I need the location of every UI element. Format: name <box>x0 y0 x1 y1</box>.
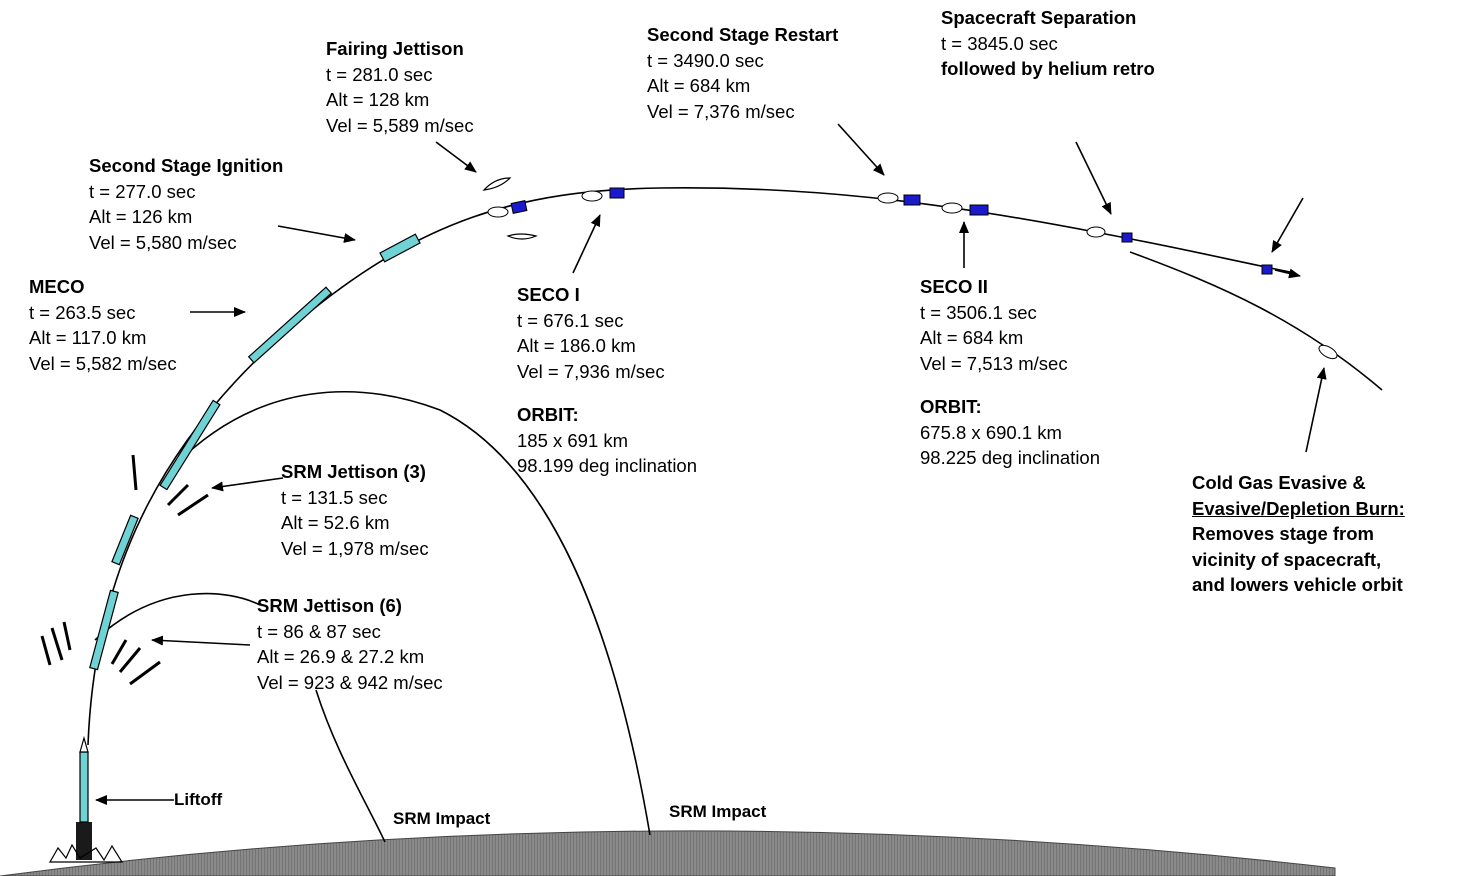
srm3-arrow <box>211 477 284 492</box>
srm3-time: t = 131.5 sec <box>281 486 388 508</box>
seco1-label: SECO I t = 676.1 sec Alt = 186.0 km Vel … <box>517 282 697 479</box>
seco2-alt: Alt = 684 km <box>920 327 1024 348</box>
meco-vel: Vel = 5,582 m/sec <box>29 352 177 374</box>
fairing-arrow <box>435 141 477 173</box>
seco1-arrow <box>572 214 601 274</box>
separation-vehicle-icon <box>1086 226 1133 243</box>
cold-gas-title: Cold Gas Evasive & <box>1192 472 1366 493</box>
srm-impact-label-1: SRM Impact <box>393 809 491 828</box>
seco2-time: t = 3506.1 sec <box>920 301 1037 323</box>
seco1-vel: Vel = 7,936 m/sec <box>517 360 665 382</box>
rocket-stage-icon <box>159 399 221 491</box>
seco2-title: SECO II <box>920 276 988 297</box>
srm3-vel: Vel = 1,978 m/sec <box>281 537 429 559</box>
seco1-title: SECO I <box>517 284 580 305</box>
separation-arrow <box>1075 141 1112 215</box>
srm-jettison-3-label: SRM Jettison (3) t = 131.5 sec Alt = 52.… <box>281 459 429 561</box>
seco1-alt: Alt = 186.0 km <box>517 335 636 356</box>
spacecraft-arrow <box>1271 197 1304 253</box>
srm-jettison-6-label: SRM Jettison (6) t = 86 & 87 sec Alt = 2… <box>257 593 443 695</box>
fairing-jettison-title: Fairing Jettison <box>326 38 464 59</box>
srm6-alt: Alt = 26.9 & 27.2 km <box>257 646 425 667</box>
ignition-time: t = 277.0 sec <box>89 180 196 202</box>
ignition-arrow <box>277 225 356 243</box>
launch-pad-icon <box>48 822 124 863</box>
ignition-alt: Alt = 126 km <box>89 206 193 227</box>
restart-title: Second Stage Restart <box>647 24 839 45</box>
meco-time: t = 263.5 sec <box>29 301 136 323</box>
seco2-orbit-size: 675.8 x 690.1 km <box>920 421 1062 443</box>
cold-gas-label: Cold Gas Evasive & Evasive/Depletion Bur… <box>1192 470 1405 598</box>
fairing-half-icon <box>482 177 512 191</box>
restart-arrow <box>837 123 885 176</box>
fairing-vel: Vel = 5,589 m/sec <box>326 114 474 136</box>
restart-alt: Alt = 684 km <box>647 75 751 96</box>
seco1-orbit-size: 185 x 691 km <box>517 429 629 451</box>
cold-gas-line-2: vicinity of spacecraft, <box>1192 548 1382 570</box>
seco2-vehicle-icon <box>941 202 989 216</box>
spacecraft-icon <box>1261 264 1273 275</box>
fairing-alt: Alt = 128 km <box>326 89 430 110</box>
ignition-vel: Vel = 5,580 m/sec <box>89 231 237 253</box>
seco2-orbit-title: ORBIT: <box>920 396 982 417</box>
srm6-arrow <box>151 635 251 646</box>
stage-deorbit-trajectory <box>1129 251 1383 391</box>
srm6-title: SRM Jettison (6) <box>257 595 402 616</box>
separation-time: t = 3845.0 sec <box>941 32 1058 54</box>
stage-with-payload-icon <box>487 200 528 218</box>
cold-gas-line-3: and lowers vehicle orbit <box>1192 574 1403 595</box>
restart-vehicle-icon <box>877 192 921 206</box>
fairing-time: t = 281.0 sec <box>326 63 433 85</box>
second-stage-restart-label: Second Stage Restart t = 3490.0 sec Alt … <box>647 22 838 124</box>
spacecraft-direction-arrow <box>1274 268 1301 279</box>
srm3-title: SRM Jettison (3) <box>281 461 426 482</box>
separation-title: Spacecraft Separation <box>941 7 1137 28</box>
srm-trajectory-1-fall <box>315 689 386 843</box>
rocket-stage-icon <box>247 286 333 364</box>
fairing-half-icon <box>506 233 538 240</box>
liftoff-label: Liftoff <box>174 790 223 809</box>
second-stage-ignition-icon <box>379 233 421 263</box>
srm-trajectory-1 <box>94 592 261 641</box>
cold-gas-arrow <box>1305 367 1327 453</box>
ignition-title: Second Stage Ignition <box>89 155 284 176</box>
seco2-label: SECO II t = 3506.1 sec Alt = 684 km Vel … <box>920 274 1100 471</box>
spacecraft-separation-label: Spacecraft Separation t = 3845.0 sec fol… <box>941 5 1155 82</box>
meco-alt: Alt = 117.0 km <box>29 327 147 348</box>
seco2-orbit-inclination: 98.225 deg inclination <box>920 447 1101 468</box>
depleted-stage-icon <box>1318 344 1338 360</box>
rocket-srm-stage-icon <box>89 589 119 671</box>
second-stage-ignition-label: Second Stage Ignition t = 277.0 sec Alt … <box>89 153 283 255</box>
seco2-vel: Vel = 7,513 m/sec <box>920 352 1068 374</box>
meco-title: MECO <box>29 276 85 297</box>
ascent-trajectory <box>87 187 1291 746</box>
earth-surface <box>0 830 1336 876</box>
srm-impact-label-2: SRM Impact <box>669 802 767 821</box>
restart-time: t = 3490.0 sec <box>647 49 764 71</box>
seco1-orbit-inclination: 98.199 deg inclination <box>517 455 698 476</box>
fairing-jettison-label: Fairing Jettison t = 281.0 sec Alt = 128… <box>326 36 474 138</box>
rocket-stage-icon <box>111 514 139 566</box>
seco1-orbit-title: ORBIT: <box>517 404 579 425</box>
srm6-vel: Vel = 923 & 942 m/sec <box>257 671 443 693</box>
separation-note: followed by helium retro <box>941 58 1155 79</box>
meco-label: MECO t = 263.5 sec Alt = 117.0 km Vel = … <box>29 274 177 376</box>
srm6-time: t = 86 & 87 sec <box>257 620 381 642</box>
seco1-time: t = 676.1 sec <box>517 309 624 331</box>
seco1-vehicle-icon <box>581 187 625 202</box>
cold-gas-underlined: Evasive/Depletion Burn: <box>1192 497 1405 519</box>
rocket-liftoff-icon <box>79 735 89 823</box>
srm-trajectory-2 <box>174 391 651 836</box>
jettisoned-srm-icons <box>40 454 209 686</box>
cold-gas-line-1: Removes stage from <box>1192 523 1374 544</box>
restart-vel: Vel = 7,376 m/sec <box>647 100 795 122</box>
srm3-alt: Alt = 52.6 km <box>281 512 390 533</box>
